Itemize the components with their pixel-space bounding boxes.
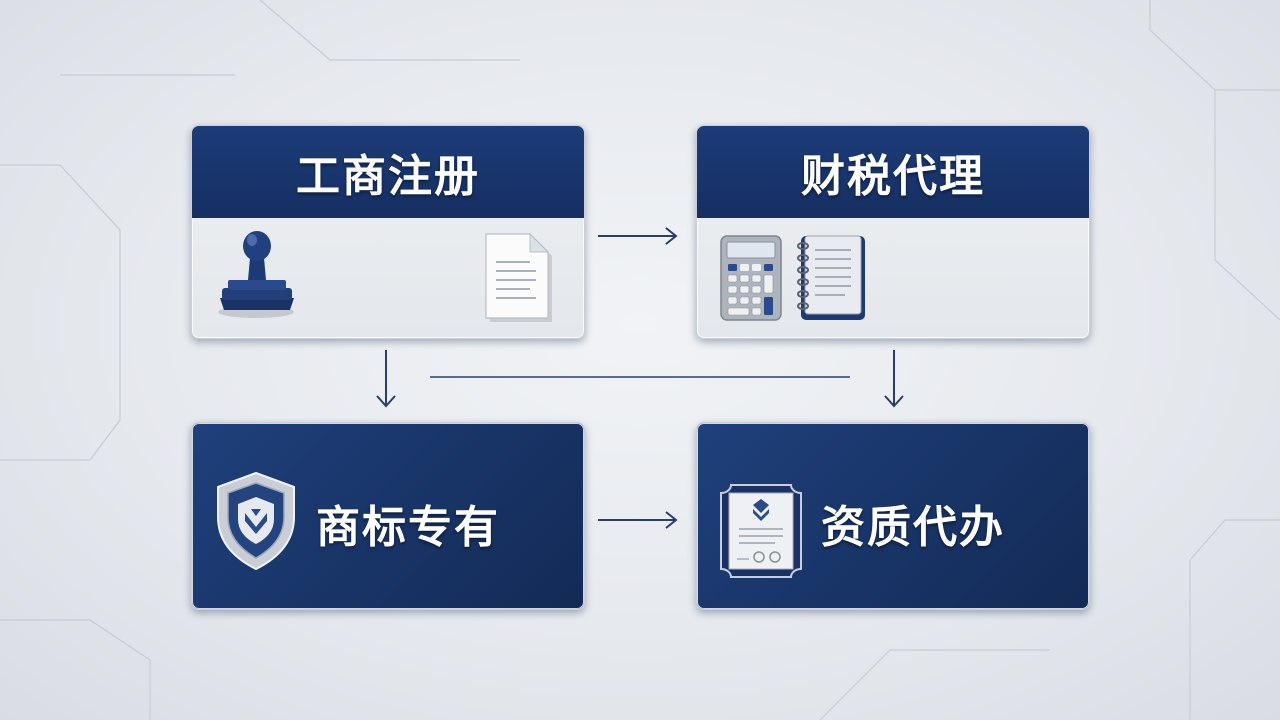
node-business-registration-title: 工商注册 xyxy=(296,151,480,202)
node-trademark: 商标专有 xyxy=(191,422,585,610)
arrow-registration-to-trademark xyxy=(376,350,396,408)
node-qualification: 资质代办 xyxy=(696,422,1090,610)
arrow-trademark-to-qualification xyxy=(598,511,678,529)
stamp-icon xyxy=(218,231,294,318)
calculator-icon xyxy=(720,235,782,321)
node-business-registration-header: 工商注册 xyxy=(192,126,584,218)
node-trademark-title: 商标专有 xyxy=(316,502,500,553)
arrow-registration-to-tax xyxy=(598,227,678,245)
arrow-tax-to-qualification xyxy=(884,350,904,408)
connector-line xyxy=(430,376,850,378)
certificate-icon xyxy=(720,484,802,578)
node-tax-agency: 财税代理 xyxy=(696,125,1090,339)
node-qualification-title: 资质代办 xyxy=(821,502,1005,553)
shield-icon xyxy=(217,471,295,571)
node-tax-agency-title: 财税代理 xyxy=(801,151,985,202)
node-tax-agency-header: 财税代理 xyxy=(697,126,1089,218)
notebook-icon xyxy=(797,235,865,320)
document-icon xyxy=(485,232,552,322)
node-business-registration: 工商注册 xyxy=(191,125,585,339)
